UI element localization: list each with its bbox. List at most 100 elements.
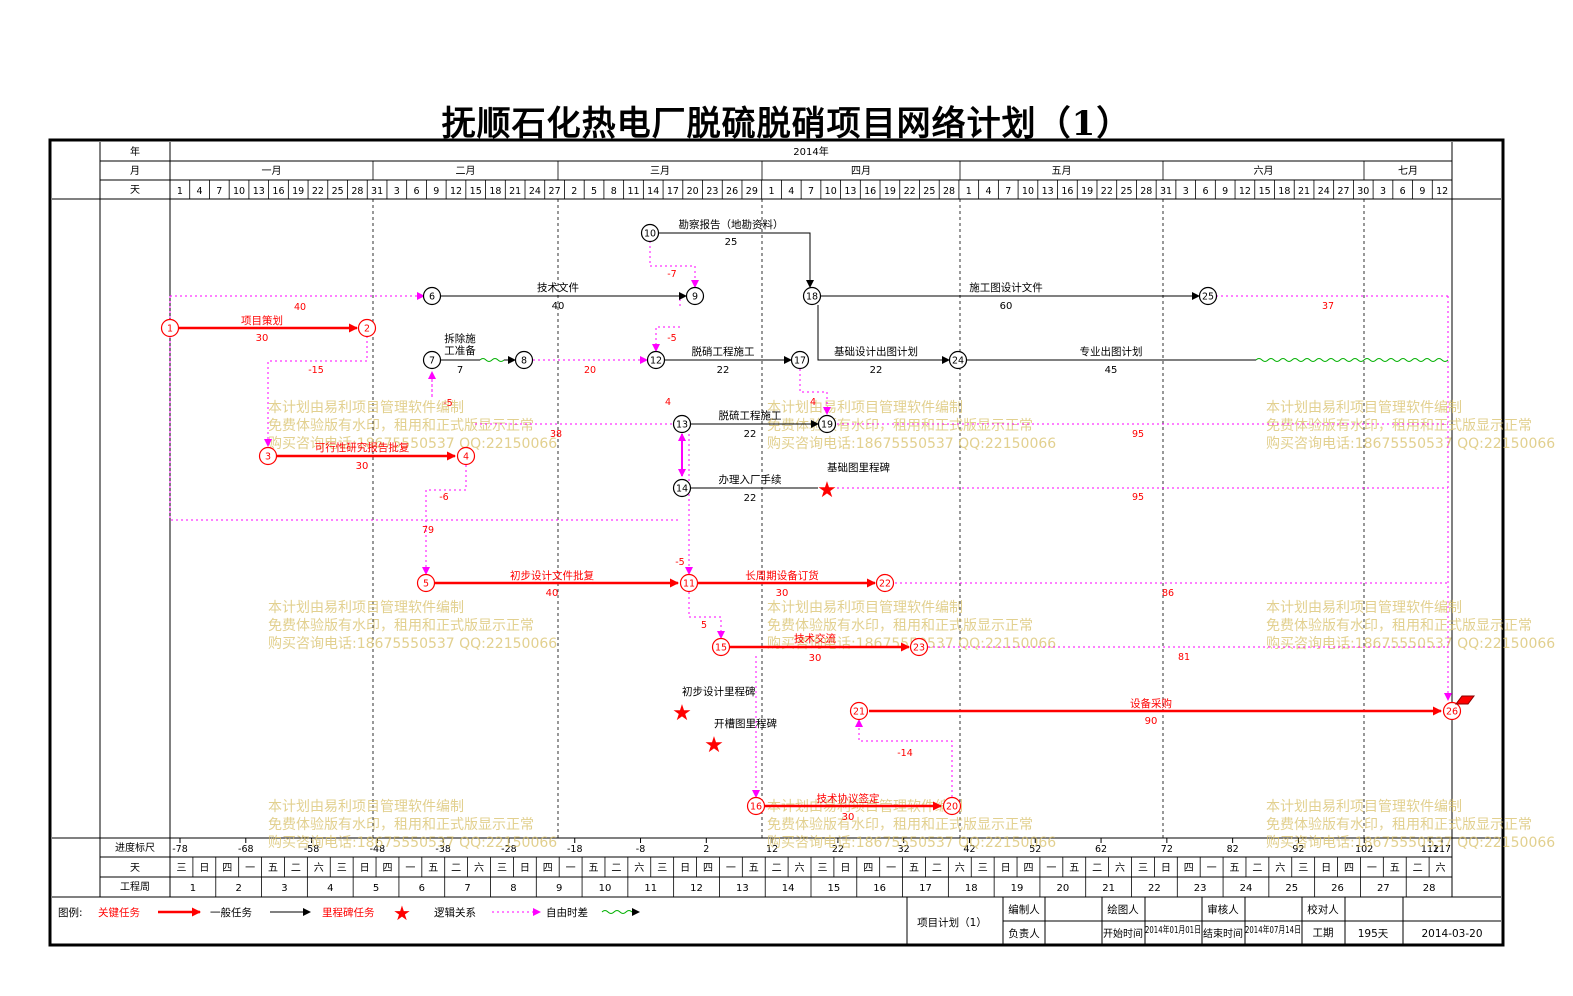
watermark-text: 免费体验版有水印，租用和正式版显示正常	[1266, 618, 1532, 634]
month-cell: 七月	[1398, 165, 1418, 177]
weekday-cell: 三	[657, 863, 667, 874]
weekday-cell: 二	[1413, 863, 1423, 874]
logic-lag: -5	[443, 398, 452, 409]
task-labels: 项目策划30可行性研究报告批复30初步设计文件批复40长周期设备订货30技术交流…	[241, 218, 1172, 823]
day-cell: 4	[788, 186, 794, 197]
task-name: 基础设计出图计划	[834, 345, 918, 358]
ruler-tick: 117	[1433, 844, 1451, 855]
day-cell: 28	[1140, 186, 1152, 197]
event-node: 26	[1442, 701, 1462, 721]
ruler-row-label: 进度标尺	[115, 841, 155, 854]
weekday-cell: 四	[703, 863, 713, 874]
logic-lag: 95	[1132, 429, 1144, 440]
outer-frame	[48, 138, 1505, 947]
day-cell: 24	[1318, 186, 1330, 197]
day-cell: 7	[1005, 186, 1011, 197]
ruler-tick: 42	[963, 844, 975, 855]
week-cell: 27	[1377, 883, 1390, 894]
weekday-cell: 六	[955, 862, 965, 874]
day-cell: 1	[769, 186, 775, 197]
logic-lag: 86	[1162, 588, 1174, 599]
day-cell: 23	[706, 186, 718, 197]
month-cell: 五月	[1052, 165, 1072, 177]
task-duration: 7	[457, 365, 463, 376]
week-cell: 10	[599, 883, 612, 894]
week-cell: 11	[644, 883, 657, 894]
year-row-label: 年	[130, 145, 140, 158]
day-cell: 4	[985, 186, 991, 197]
day-cell: 25	[332, 186, 344, 197]
weekday-row-label: 天	[130, 863, 140, 874]
watermark-text: 购买咨询电话:18675550537 QQ:22150066	[767, 436, 1056, 452]
event-node-number: 23	[913, 643, 925, 654]
event-node: 25	[1198, 286, 1218, 306]
weekday-cell: 日	[1161, 863, 1171, 874]
logic-lag: 40	[294, 302, 306, 313]
day-cell: 4	[197, 186, 203, 197]
legend: 图例: 关键任务 一般任务 里程碑任务 ★ 逻辑关系 自由时差	[58, 901, 640, 925]
ruler-tick: -38	[435, 844, 451, 855]
event-node-number: 26	[1446, 707, 1458, 718]
day-cell: 31	[1160, 186, 1172, 197]
day-cell: 7	[216, 186, 222, 197]
day-cell: 12	[1239, 186, 1251, 197]
watermark-text: 本计划由易利项目管理软件编制	[1266, 400, 1462, 416]
task-duration: 30	[809, 653, 822, 664]
logic-lag: 4	[665, 397, 671, 408]
day-cell: 26	[726, 186, 738, 197]
ruler-tick: -48	[370, 844, 386, 855]
day-cell: 15	[470, 186, 482, 197]
week-cell: 1	[190, 883, 196, 894]
task-name: 施工图设计文件	[969, 281, 1043, 294]
event-node: 8	[514, 350, 534, 370]
week-cell: 17	[919, 883, 932, 894]
watermark-text: 本计划由易利项目管理软件编制	[767, 400, 963, 416]
task-duration: 40	[552, 301, 565, 312]
weekday-cell: 四	[1023, 863, 1033, 874]
watermark-text: 免费体验版有水印，租用和正式版显示正常	[1266, 817, 1532, 833]
event-node-number: 8	[521, 356, 527, 367]
day-cell: 16	[864, 186, 876, 197]
ruler-tick: -58	[304, 844, 320, 855]
watermark-text: 本计划由易利项目管理软件编制	[1266, 799, 1462, 815]
event-node-number: 11	[683, 579, 695, 590]
event-node-number: 15	[715, 643, 727, 654]
watermark-text: 购买咨询电话:18675550537 QQ:22150066	[268, 835, 557, 851]
day-cell: 5	[591, 186, 597, 197]
week-cell: 20	[1056, 883, 1069, 894]
week-row-label: 工程周	[120, 881, 150, 893]
week-cell: 5	[373, 883, 379, 894]
logic-lag: 37	[1322, 301, 1334, 312]
logic-lag: 79	[422, 525, 434, 536]
day-cell: 3	[394, 186, 400, 197]
weekday-cell: 日	[1001, 863, 1011, 874]
logic-lag: -6	[439, 492, 448, 503]
weekday-cell: 一	[726, 863, 736, 874]
week-cell: 4	[327, 883, 333, 894]
weekday-cell: 日	[680, 863, 690, 874]
weekday-cell: 一	[1046, 863, 1056, 874]
ruler-tick: -68	[238, 844, 254, 855]
legend-float-wave	[601, 910, 633, 914]
weekday-cell: 二	[932, 863, 942, 874]
day-cell: 19	[884, 186, 896, 197]
ruler-tick: 102	[1355, 844, 1373, 855]
watermark-text: 本计划由易利项目管理软件编制	[268, 799, 464, 815]
weekday-cell: 二	[772, 863, 782, 874]
footer-text: 项目计划（1） 编制人 绘图人 审核人 校对人 负责人 开始时间 2014年01…	[917, 903, 1482, 940]
month-cell: 二月	[456, 165, 476, 177]
event-node-number: 7	[429, 356, 435, 367]
year-value: 2014年	[793, 145, 828, 158]
task-duration: 40	[546, 588, 559, 599]
legend-float-label: 自由时差	[546, 906, 588, 919]
event-node-number: 5	[423, 579, 429, 590]
footer-end-label: 结束时间	[1203, 927, 1243, 940]
logic-lag: -5	[675, 557, 684, 568]
week-cell: 3	[281, 883, 287, 894]
weekday-cell: 日	[360, 863, 370, 874]
day-cell: 19	[1081, 186, 1093, 197]
legend-star-icon: ★	[393, 901, 411, 925]
task-name: 脱硝工程施工	[692, 345, 755, 358]
